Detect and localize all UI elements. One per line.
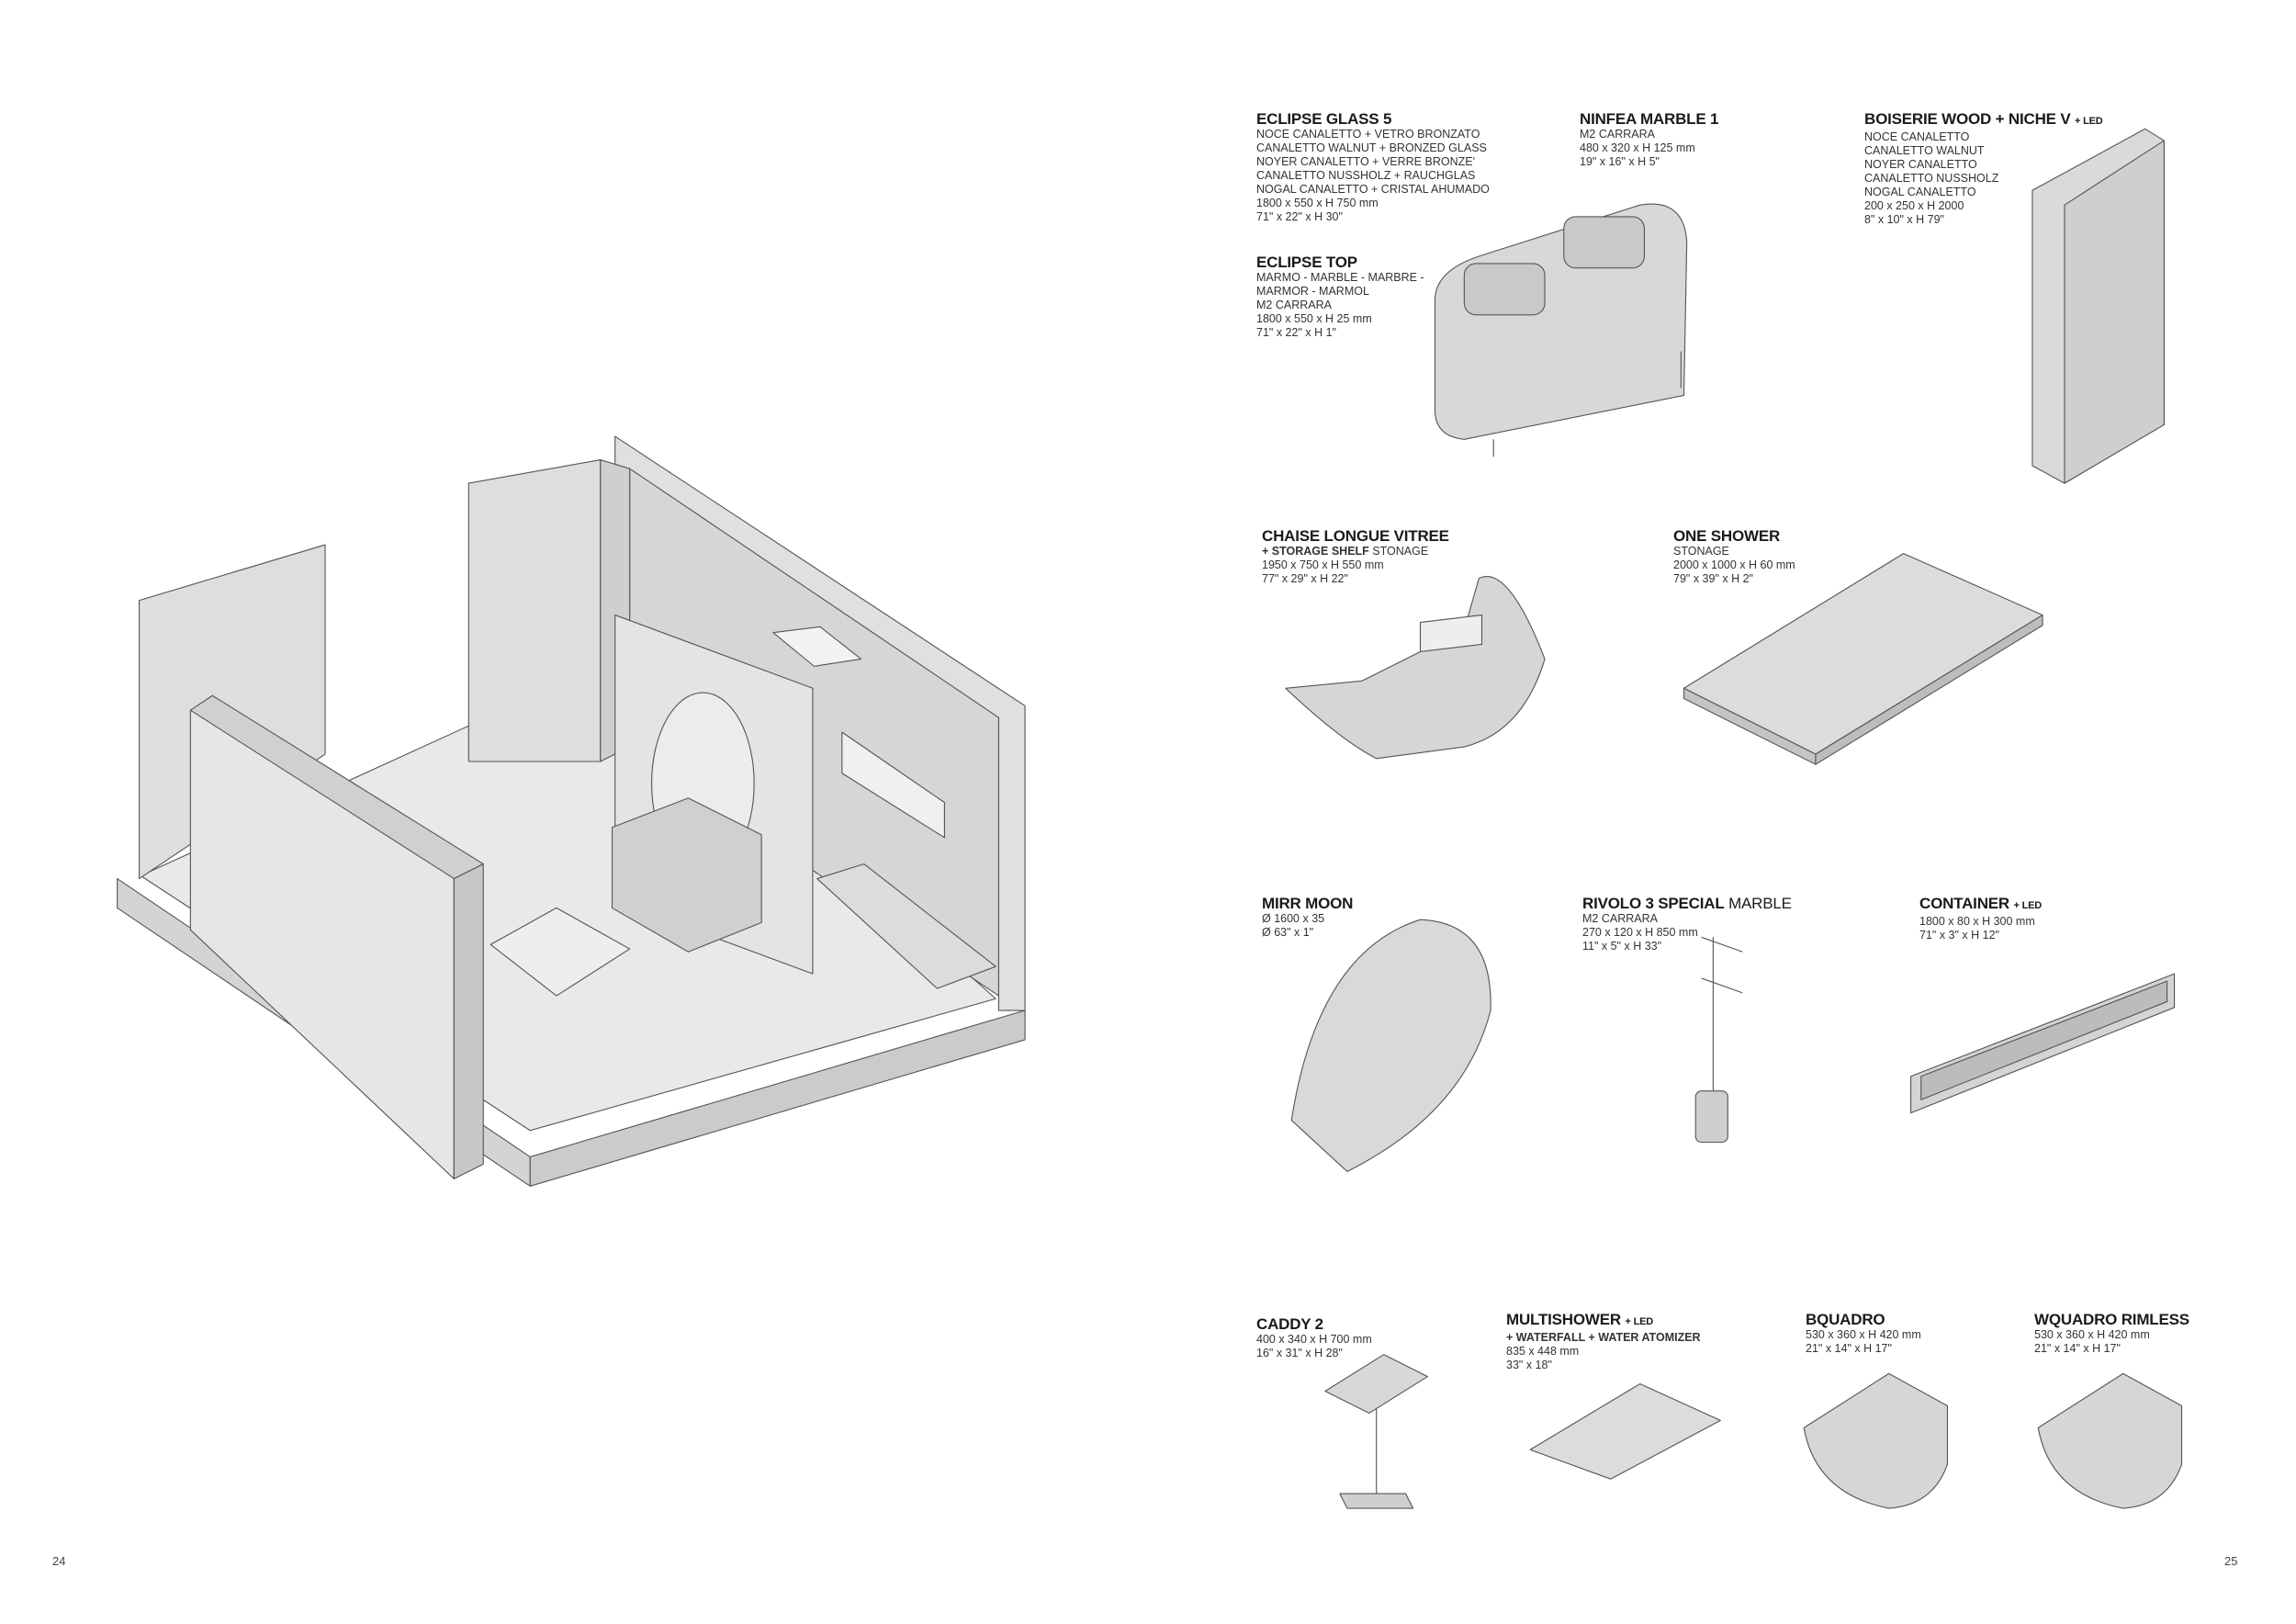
page-number-right: 25 bbox=[2224, 1554, 2238, 1568]
spec-subtitle: + WATERFALL + WATER ATOMIZER bbox=[1506, 1331, 1701, 1344]
spec-line: 480 x 320 x H 125 mm bbox=[1580, 141, 1695, 154]
title-light: MARBLE bbox=[1724, 895, 1792, 912]
spec-line: M2 CARRARA bbox=[1580, 128, 1655, 141]
title-main: MULTISHOWER bbox=[1506, 1311, 1621, 1328]
product-title: CONTAINER + LED bbox=[1919, 895, 2042, 915]
product-rivolo: RIVOLO 3 SPECIAL MARBLE M2 CARRARA 270 x… bbox=[1582, 895, 1792, 953]
product-title: CHAISE LONGUE VITREE bbox=[1262, 527, 1449, 545]
title-suffix: + LED bbox=[2075, 116, 2103, 127]
spec-line: 77" x 29" x H 22" bbox=[1262, 572, 1348, 585]
multishower-drawing bbox=[1529, 1382, 1721, 1480]
product-title: MIRR MOON bbox=[1262, 895, 1354, 912]
chaise-longue-bath-drawing bbox=[1285, 576, 1546, 760]
product-title: BOISERIE WOOD + NICHE V + LED bbox=[1864, 110, 2103, 130]
bquadro-bidet-drawing bbox=[1803, 1372, 1949, 1509]
spec-line: 400 x 340 x H 700 mm bbox=[1256, 1333, 1372, 1346]
product-caddy: CADDY 2 400 x 340 x H 700 mm 16" x 31" x… bbox=[1256, 1315, 1372, 1360]
spec-line: 835 x 448 mm bbox=[1506, 1345, 1580, 1358]
spec-line: 11" x 5" x H 33" bbox=[1582, 940, 1662, 953]
spec-line: 1800 x 550 x H 25 mm bbox=[1256, 312, 1372, 325]
product-multishower: MULTISHOWER + LED + WATERFALL + WATER AT… bbox=[1506, 1311, 1701, 1372]
title-suffix: + LED bbox=[2013, 900, 2043, 911]
subtitle-bold: + STORAGE SHELF bbox=[1262, 545, 1369, 558]
title-main: CONTAINER bbox=[1919, 895, 2009, 912]
spec-line: 79" x 39" x H 2" bbox=[1673, 572, 1753, 585]
product-eclipse-glass: ECLIPSE GLASS 5 NOCE CANALETTO + VETRO B… bbox=[1256, 110, 1490, 224]
product-title: NINFEA MARBLE 1 bbox=[1580, 110, 1719, 128]
rivolo-stand-drawing bbox=[1694, 936, 1743, 1144]
product-title: MULTISHOWER + LED bbox=[1506, 1311, 1701, 1331]
one-shower-tray-drawing bbox=[1683, 553, 2043, 765]
spec-line: 200 x 250 x H 2000 bbox=[1864, 199, 1964, 212]
product-eclipse-top: ECLIPSE TOP MARMO - MARBLE - MARBRE - MA… bbox=[1256, 254, 1424, 340]
title-suffix: + LED bbox=[1625, 1316, 1654, 1327]
spec-line: MARMO - MARBLE - MARBRE - bbox=[1256, 271, 1424, 284]
mirr-moon-drawing bbox=[1290, 919, 1491, 1172]
spec-line: 530 x 360 x H 420 mm bbox=[1806, 1328, 1921, 1341]
spec-line: 2000 x 1000 x H 60 mm bbox=[1673, 558, 1795, 571]
spec-line: NOYER CANALETTO bbox=[1864, 158, 1977, 171]
spec-line: CANALETTO WALNUT bbox=[1864, 144, 1985, 157]
spec-line: NOGAL CANALETTO + CRISTAL AHUMADO bbox=[1256, 183, 1490, 196]
page-number-left: 24 bbox=[52, 1554, 66, 1568]
product-bquadro: BQUADRO 530 x 360 x H 420 mm 21" x 14" x… bbox=[1806, 1311, 1921, 1356]
spec-line: NOGAL CANALETTO bbox=[1864, 186, 1976, 198]
product-boiserie: BOISERIE WOOD + NICHE V + LED NOCE CANAL… bbox=[1864, 110, 2103, 227]
product-container: CONTAINER + LED 1800 x 80 x H 300 mm 71"… bbox=[1919, 895, 2042, 942]
spec-line: 71" x 3" x H 12" bbox=[1919, 929, 1999, 942]
container-niche-drawing bbox=[1910, 973, 2176, 1114]
spec-line: CANALETTO NUSSHOLZ bbox=[1864, 172, 1999, 185]
spec-line: Ø 1600 x 35 bbox=[1262, 912, 1325, 925]
spec-line: MARMOR - MARMOL bbox=[1256, 285, 1369, 298]
spec-line: CANALETTO NUSSHOLZ + RAUCHGLAS bbox=[1256, 169, 1476, 182]
boiserie-cabinet-drawing bbox=[2032, 128, 2165, 484]
product-title: ECLIPSE GLASS 5 bbox=[1256, 110, 1392, 128]
spec-line: 21" x 14" x H 17" bbox=[1806, 1342, 1892, 1355]
product-title: WQUADRO RIMLESS bbox=[2034, 1311, 2189, 1328]
product-one-shower: ONE SHOWER STONAGE 2000 x 1000 x H 60 mm… bbox=[1673, 527, 1795, 586]
isometric-bathroom-drawing bbox=[117, 435, 1026, 1187]
product-title: BQUADRO bbox=[1806, 1311, 1885, 1328]
spec-line: 530 x 360 x H 420 mm bbox=[2034, 1328, 2150, 1341]
spec-line: NOCE CANALETTO bbox=[1864, 130, 1970, 143]
title-main: BOISERIE WOOD + NICHE V bbox=[1864, 110, 2071, 128]
spec-line: NOCE CANALETTO + VETRO BRONZATO bbox=[1256, 128, 1480, 141]
product-ninfea: NINFEA MARBLE 1 M2 CARRARA 480 x 320 x H… bbox=[1580, 110, 1718, 169]
spec-line: 71" x 22" x H 30" bbox=[1256, 210, 1343, 223]
spec-subtitle: + STORAGE SHELF STONAGE bbox=[1262, 545, 1449, 558]
spec-line: M2 CARRARA bbox=[1256, 299, 1332, 311]
spec-line: CANALETTO WALNUT + BRONZED GLASS bbox=[1256, 141, 1487, 154]
spec-line: 16" x 31" x H 28" bbox=[1256, 1347, 1343, 1359]
spec-line: 21" x 14" x H 17" bbox=[2034, 1342, 2121, 1355]
spec-line: STONAGE bbox=[1673, 545, 1729, 558]
caddy-drawing bbox=[1324, 1354, 1429, 1509]
spec-line: 1800 x 550 x H 750 mm bbox=[1256, 197, 1379, 209]
spec-line: 8" x 10" x H 79" bbox=[1864, 213, 1944, 226]
title-main: RIVOLO 3 SPECIAL bbox=[1582, 895, 1725, 912]
spec-line: 270 x 120 x H 850 mm bbox=[1582, 926, 1698, 939]
eclipse-vanity-drawing bbox=[1434, 203, 1688, 457]
product-title: CADDY 2 bbox=[1256, 1315, 1323, 1333]
spec-line: NOYER CANALETTO + VERRE BRONZE' bbox=[1256, 155, 1475, 168]
product-wquadro: WQUADRO RIMLESS 530 x 360 x H 420 mm 21"… bbox=[2034, 1311, 2189, 1356]
spec-line: 1800 x 80 x H 300 mm bbox=[1919, 915, 2035, 928]
product-chaise-longue: CHAISE LONGUE VITREE + STORAGE SHELF STO… bbox=[1262, 527, 1449, 586]
spec-line: 33" x 18" bbox=[1506, 1359, 1552, 1371]
spec-line: Ø 63" x 1" bbox=[1262, 926, 1314, 939]
product-title: RIVOLO 3 SPECIAL MARBLE bbox=[1582, 895, 1792, 912]
spec-line: 1950 x 750 x H 550 mm bbox=[1262, 558, 1384, 571]
spec-line: M2 CARRARA bbox=[1582, 912, 1658, 925]
wquadro-wc-drawing bbox=[2037, 1372, 2183, 1509]
spec-line: 19" x 16" x H 5" bbox=[1580, 155, 1660, 168]
product-mirr-moon: MIRR MOON Ø 1600 x 35 Ø 63" x 1" bbox=[1262, 895, 1353, 940]
product-title: ECLIPSE TOP bbox=[1256, 254, 1357, 271]
spec-line: 71" x 22" x H 1" bbox=[1256, 326, 1336, 339]
product-title: ONE SHOWER bbox=[1673, 527, 1781, 545]
subtitle-light: STONAGE bbox=[1368, 545, 1429, 558]
